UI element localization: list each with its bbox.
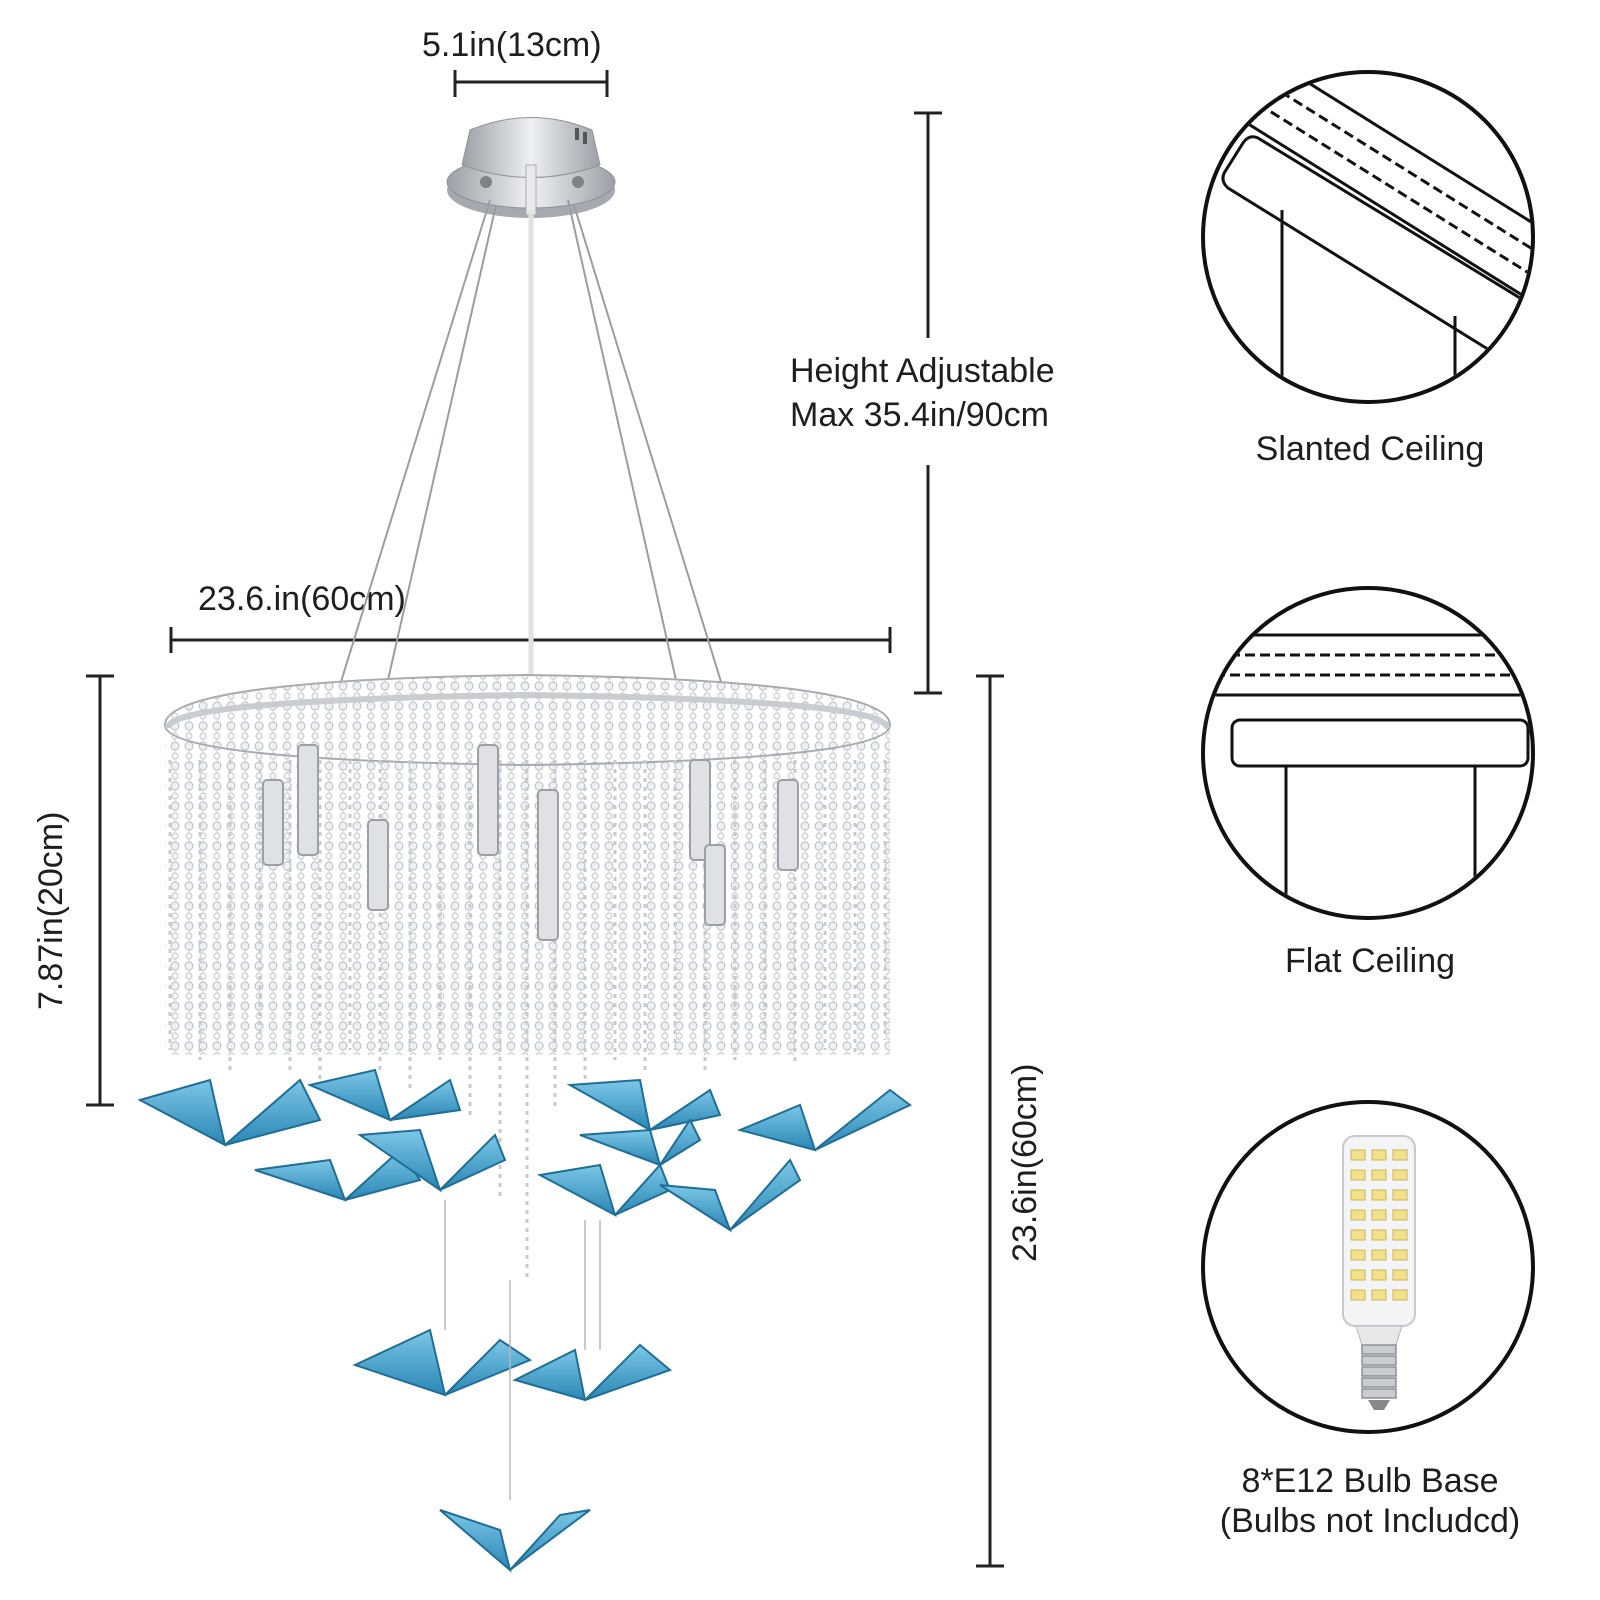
height-adjustable-label: Height Adjustable — [790, 352, 1055, 390]
butterfly-wires — [444, 1200, 601, 1500]
height-max-label: Max 35.4in/90cm — [790, 396, 1049, 434]
butterflies — [137, 1068, 912, 1573]
bulb-icon — [1201, 1100, 1535, 1434]
slanted-ceiling-icon — [1201, 70, 1535, 404]
bulb-note-label: (Bulbs not Includcd) — [1219, 1502, 1521, 1540]
flat-ceiling-icon — [1201, 586, 1535, 920]
bulb-base-label: 8*E12 Bulb Base — [1241, 1462, 1499, 1500]
canopy-width-label: 5.1in(13cm) — [422, 26, 602, 64]
ceiling-canopy — [446, 117, 616, 218]
canopy-width-dimension — [453, 70, 609, 97]
crystal-drum — [163, 673, 892, 1280]
height-adjustable-dimension — [914, 111, 942, 695]
slanted-ceiling-label: Slanted Ceiling — [1255, 430, 1485, 468]
total-height-dimension — [976, 674, 1004, 1568]
body-height-dimension — [86, 674, 114, 1107]
flat-ceiling-label: Flat Ceiling — [1284, 942, 1456, 980]
suspension-cables — [339, 199, 723, 686]
